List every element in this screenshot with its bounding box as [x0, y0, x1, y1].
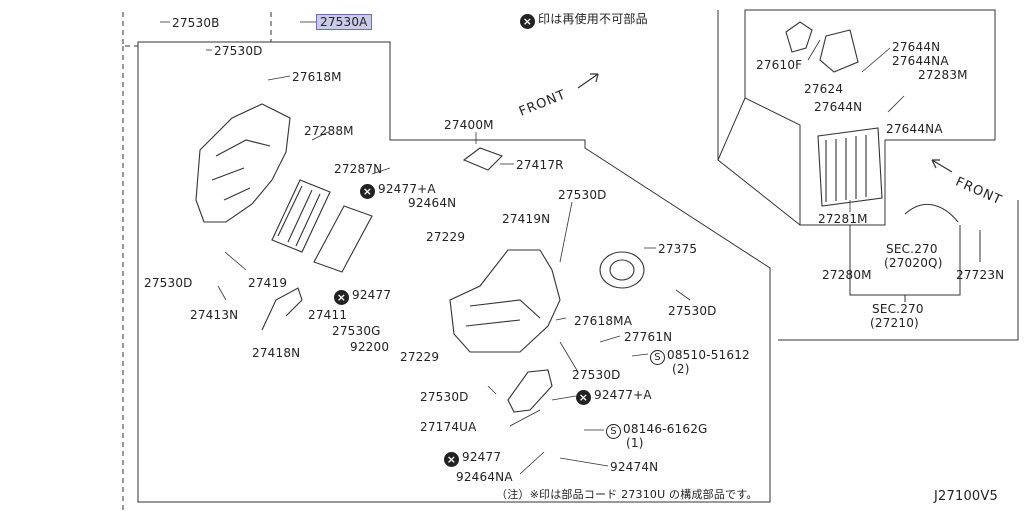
part-92477A[interactable]: ×92477+A — [360, 182, 436, 199]
part-92474N[interactable]: 92474N — [610, 460, 659, 474]
part-27761N[interactable]: 27761N — [624, 330, 673, 344]
part-27530A[interactable]: 27530A — [316, 14, 372, 30]
footnote: （注）※印は部品コード 27310U の構成部品です。 — [496, 488, 758, 501]
reuse-notice: ×印は再使用不可部品 — [520, 12, 648, 29]
part-27530G[interactable]: 27530G — [332, 324, 381, 338]
part-27280M[interactable]: 27280M — [822, 268, 872, 282]
part-08146-qty: (1) — [626, 436, 644, 450]
part-27530D[interactable]: 27530D — [144, 276, 193, 290]
part-27281M[interactable]: 27281M — [818, 212, 868, 226]
no-reuse-icon: × — [576, 390, 591, 405]
part-27610F[interactable]: 27610F — [756, 58, 803, 72]
part-number: 92477+A — [594, 388, 652, 402]
part-27723N[interactable]: 27723N — [956, 268, 1005, 282]
part-27618MA[interactable]: 27618MA — [574, 314, 633, 328]
part-27644N[interactable]: 27644N — [892, 40, 941, 54]
part-27288M[interactable]: 27288M — [304, 124, 354, 138]
part-27624[interactable]: 27624 — [804, 82, 844, 96]
part-27375[interactable]: 27375 — [658, 242, 698, 256]
part-08510-qty: (2) — [672, 362, 690, 376]
part-92464NA[interactable]: 92464NA — [456, 470, 513, 484]
part-number: 08146-6162G — [623, 422, 708, 436]
part-27413N[interactable]: 27413N — [190, 308, 239, 322]
part-92464N[interactable]: 92464N — [408, 196, 457, 210]
sec-270-code-a: (27020Q) — [884, 256, 943, 270]
part-27287N[interactable]: 27287N — [334, 162, 383, 176]
no-reuse-icon: × — [444, 452, 459, 467]
part-27400M[interactable]: 27400M — [444, 118, 494, 132]
diagram-code: J27100V5 — [934, 489, 998, 504]
part-27530D[interactable]: 27530D — [668, 304, 717, 318]
sec-270-code-b: (27210) — [870, 316, 919, 330]
part-27644NA[interactable]: 27644NA — [892, 54, 949, 68]
part-92477[interactable]: ×92477 — [334, 288, 391, 305]
part-27644N[interactable]: 27644N — [814, 100, 863, 114]
part-27530D[interactable]: 27530D — [214, 44, 263, 58]
part-27174UA[interactable]: 27174UA — [420, 420, 477, 434]
part-27229[interactable]: 27229 — [426, 230, 466, 244]
part-27618M[interactable]: 27618M — [292, 70, 342, 84]
part-92477[interactable]: ×92477 — [444, 450, 501, 467]
part-27418N[interactable]: 27418N — [252, 346, 301, 360]
part-92477A[interactable]: ×92477+A — [576, 388, 652, 405]
reuse-notice-text: 印は再使用不可部品 — [538, 12, 648, 26]
part-27419N[interactable]: 27419N — [502, 212, 551, 226]
part-27229[interactable]: 27229 — [400, 350, 440, 364]
part-number: 92477 — [352, 288, 392, 302]
no-reuse-icon: × — [334, 290, 349, 305]
part-number: 92477 — [462, 450, 502, 464]
part-27283M[interactable]: 27283M — [918, 68, 968, 82]
sec-270-ref-a[interactable]: SEC.270 — [886, 242, 938, 256]
part-27644NA[interactable]: 27644NA — [886, 122, 943, 136]
part-number: 92477+A — [378, 182, 436, 196]
part-27530B[interactable]: 27530B — [172, 16, 220, 30]
screw-symbol-icon: S — [650, 350, 665, 365]
part-27419[interactable]: 27419 — [248, 276, 288, 290]
part-number: 08510-51612 — [667, 348, 750, 362]
part-27530D[interactable]: 27530D — [558, 188, 607, 202]
no-reuse-icon: × — [360, 184, 375, 199]
part-27411[interactable]: 27411 — [308, 308, 348, 322]
part-27530D[interactable]: 27530D — [420, 390, 469, 404]
part-92200[interactable]: 92200 — [350, 340, 390, 354]
screw-symbol-icon: S — [606, 424, 621, 439]
part-27417R[interactable]: 27417R — [516, 158, 564, 172]
part-27530D[interactable]: 27530D — [572, 368, 621, 382]
no-reuse-icon: × — [520, 14, 535, 29]
sec-270-ref-b[interactable]: SEC.270 — [872, 302, 924, 316]
